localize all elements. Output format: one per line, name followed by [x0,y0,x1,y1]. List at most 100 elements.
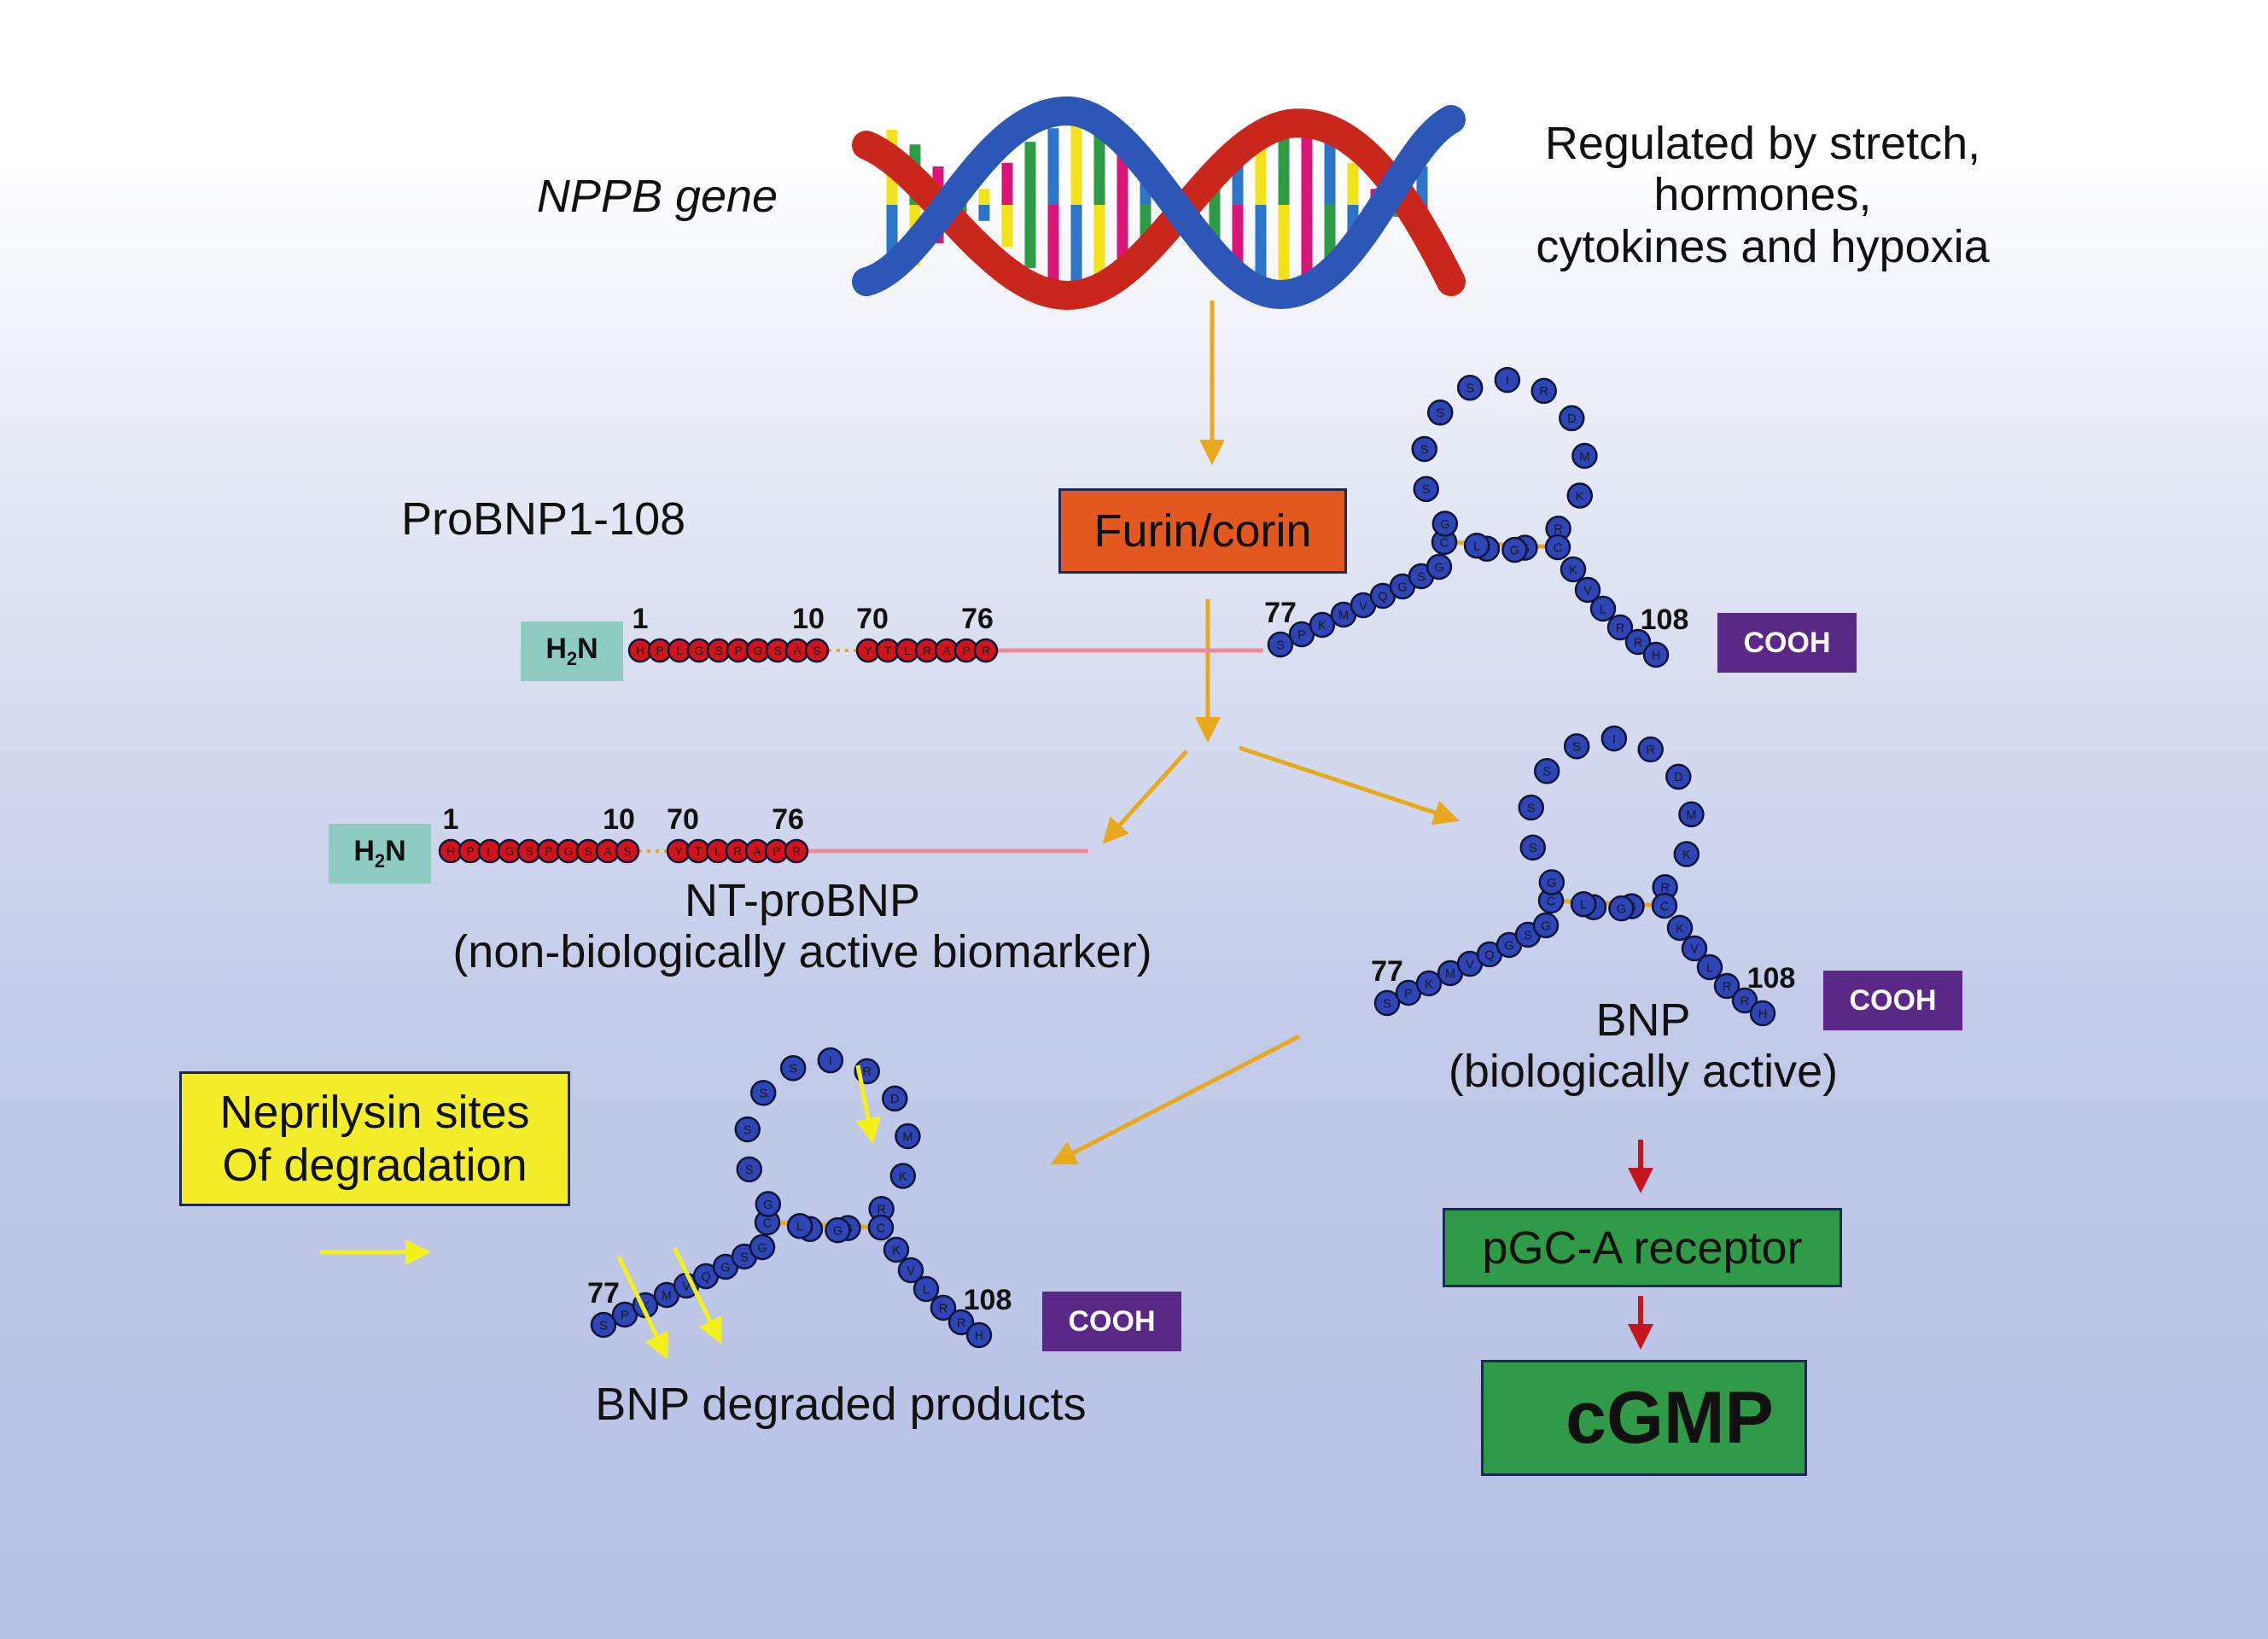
residue-letter: G [1541,919,1550,933]
residue-letter: G [1397,580,1407,594]
residue-circle [1494,366,1521,394]
residue-letter: R [1646,744,1655,757]
residue-circle [1637,736,1664,763]
residue: R [1731,987,1758,1014]
residue-letter: H [1758,1007,1768,1021]
residue-letter: G [1547,877,1556,890]
residue-circle [1665,763,1692,790]
residue-letter: L [904,645,911,657]
ntprobnp-label: NT-proBNP (non-biologically active bioma… [376,875,1229,978]
residue-circle [749,1234,776,1261]
regulation-line-1: Regulated by stretch, [1544,118,1981,169]
residue-circle [1673,841,1700,867]
residue-letter: Q [1484,948,1494,962]
residue: M [653,1281,680,1309]
residue-letter: C [763,1216,773,1230]
bnp-chain: SPKMVQGSGCFGRKMDRISSSSGLGCKVLRRH77108 [1371,725,1795,1027]
residue: V [1456,950,1484,977]
residue-circle [895,1123,921,1150]
residue-letter: S [1572,741,1581,755]
disulfide-bond [767,1220,882,1230]
residue-circle [1415,970,1443,997]
residue-letter: R [877,1204,886,1217]
neprilysin-cleavage-arrows [616,1064,881,1360]
residue: G [1501,536,1528,563]
residue-letter: M [1445,967,1455,981]
residue-letter: S [525,845,533,858]
position-number: 77 [1371,955,1403,988]
residue-circle [1413,475,1439,503]
residue-letter: D [1567,412,1577,426]
residue-circle [1309,611,1336,639]
residue: G [1608,895,1635,922]
residue: S [590,1311,617,1339]
degraded-bnp-chain: SPKMVQGSGCFGRKMDRISSSSGLGCKVLRRH77108 [587,1047,1012,1349]
residue-circle [786,1212,813,1239]
residue-letter: L [676,645,683,657]
residue: S [1563,732,1590,760]
residue-circle [817,1047,844,1074]
residue-letter: G [1504,939,1513,953]
residue: R [973,638,999,663]
arrow-to-bnp [1239,745,1460,825]
residue: A [934,638,959,663]
residue-letter: K [1318,619,1326,633]
residue-circle [749,1080,777,1106]
residue-circle [1463,532,1490,559]
residue: G [825,1216,851,1244]
residue-circle [1570,890,1597,918]
processing-arrows [1050,300,1460,1165]
residue-letter: H [636,645,644,657]
residue: K [883,1236,910,1263]
residue-letter: R [1554,523,1563,537]
residue-circle [1373,989,1401,1017]
residue: Q [1476,941,1503,968]
residue: P [1395,979,1422,1006]
residue-letter: C [1660,900,1670,913]
residue: R [1624,628,1652,656]
residue-letter: R [923,645,931,657]
residue: H [965,1321,993,1349]
residue-letter: S [1527,802,1536,815]
residue-circle [1560,556,1587,583]
residue-letter: K [1569,563,1577,577]
residue: R [1606,614,1634,641]
residue-letter: S [584,845,592,858]
residue-letter: A [753,845,761,858]
residue: C [754,1209,781,1236]
residue-letter: G [1434,561,1443,575]
residue: S [1373,989,1401,1017]
residue-letter: R [1740,994,1750,1008]
residue: G [749,1234,776,1261]
residue-letter: P [1404,987,1413,1000]
residue: G [1431,510,1459,537]
residue: G [755,1191,782,1217]
residue-circle [1696,954,1723,981]
residue: S [1533,758,1560,785]
enzyme-box: Furin/corin [1058,488,1347,574]
residue-letter: Q [1378,590,1387,604]
regulation-line-2: hormones, [1653,169,1872,221]
residue-letter: P [773,845,780,858]
cleavage-arrow-loop [855,1064,881,1144]
residue-letter: H [975,1329,984,1343]
residue-letter: R [862,1065,872,1079]
residue-letter: L [1706,961,1713,975]
residue-letter: T [884,645,892,657]
position-number: 108 [964,1284,1012,1316]
regulation-line-3: cytokines and hypoxia [1536,220,1990,272]
residue-circle [973,638,999,663]
residue-circle [1678,801,1705,828]
residue: S [734,1116,761,1143]
residue-circle [1426,400,1454,426]
residue: R [1530,377,1557,405]
residue-letter: S [789,1063,797,1076]
residue-circle [1666,914,1694,942]
probnp-title: ProBNP1-108 [401,493,686,545]
residue-circle [1563,732,1590,760]
residue-letter: P [545,845,552,858]
residue: S [1413,475,1439,503]
residue-letter: G [720,1261,730,1274]
